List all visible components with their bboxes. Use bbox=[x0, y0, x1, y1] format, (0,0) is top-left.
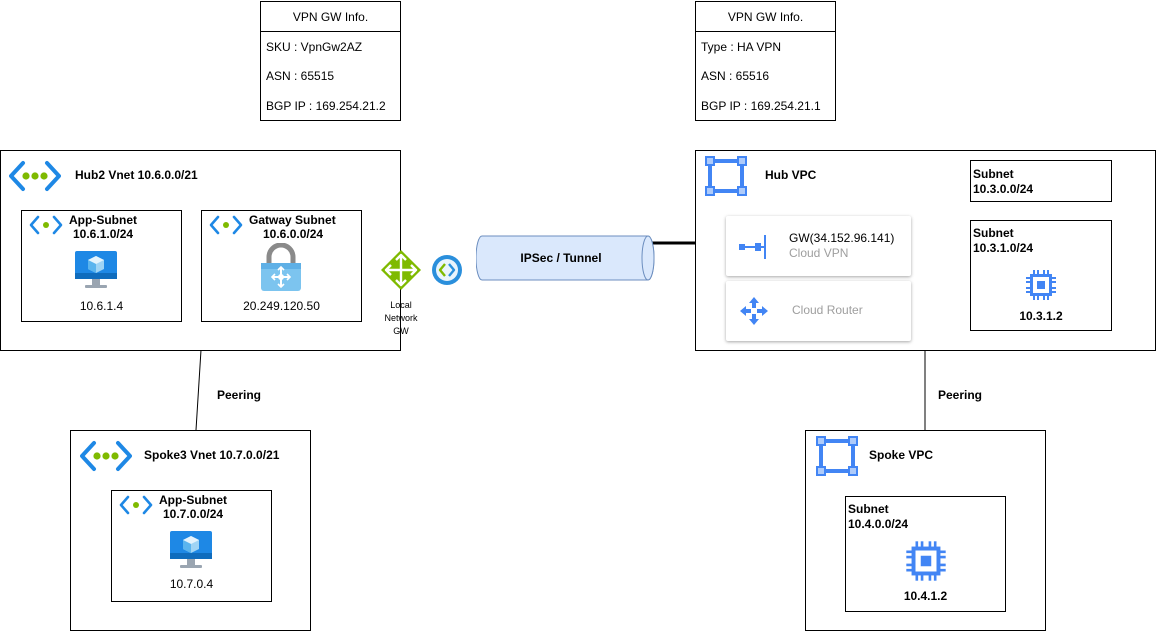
hub-vpc-subnet-a-name: Subnet bbox=[973, 167, 1014, 181]
cloud-vpn-title: GW(34.152.96.141) bbox=[789, 231, 895, 245]
vnet-icon bbox=[80, 440, 132, 472]
spoke3-app-subnet-cidr: 10.7.0.0/24 bbox=[163, 507, 224, 521]
local-network-gw-label-1: Local bbox=[390, 300, 412, 310]
hub-vpc-subnet-b: Subnet 10.3.1.0/24 10.3.1.2 bbox=[970, 220, 1112, 331]
ipsec-tunnel-shape bbox=[476, 234, 656, 282]
peering-left-label: Peering bbox=[217, 388, 262, 402]
vpn-info-right-type: Type : HA VPN bbox=[701, 40, 782, 54]
spoke3-vm-ip: 10.7.0.4 bbox=[169, 577, 214, 591]
local-network-gw-label-3: GW bbox=[393, 326, 409, 336]
hub-vpc-vm-ip: 10.3.1.2 bbox=[1019, 309, 1063, 323]
peering-right-label: Peering bbox=[938, 388, 983, 402]
ipsec-tunnel-label: IPSec / Tunnel bbox=[520, 251, 602, 265]
vpn-info-left-bgp: BGP IP : 169.254.21.2 bbox=[266, 99, 386, 113]
hub2-app-subnet: App-Subnet 10.6.1.0/24 10.6.1.4 bbox=[21, 210, 182, 322]
cloud-vpn-card: GW(34.152.96.141) Cloud VPN bbox=[726, 216, 911, 276]
hub2-vm-ip: 10.6.1.4 bbox=[79, 299, 124, 313]
vpn-info-left-box: VPN GW Info. SKU : VpnGw2AZ ASN : 65515 … bbox=[260, 1, 401, 121]
hub2-vnet-title: Hub2 Vnet 10.6.0.0/21 bbox=[75, 168, 198, 182]
spoke-vpc-subnet: Subnet 10.4.0.0/24 10.4.1.2 bbox=[845, 496, 1006, 612]
hub2-gateway-ip: 20.249.120.50 bbox=[243, 299, 320, 313]
local-network-gateway-icon bbox=[380, 249, 422, 291]
vpn-info-left-title: VPN GW Info. bbox=[292, 10, 369, 24]
hub-vpc-subnet-a-cidr: 10.3.0.0/24 bbox=[973, 182, 1034, 196]
compute-chip-icon bbox=[905, 540, 947, 582]
vpn-info-right-asn: ASN : 65516 bbox=[701, 69, 770, 83]
cloud-vpn-subtitle: Cloud VPN bbox=[789, 246, 849, 260]
vpn-info-right-box: VPN GW Info. Type : HA VPN ASN : 65516 B… bbox=[695, 1, 836, 121]
vm-monitor-icon bbox=[74, 250, 118, 290]
spoke3-app-subnet: App-Subnet 10.7.0.0/24 10.7.0.4 bbox=[111, 490, 272, 602]
subnet-icon bbox=[119, 495, 153, 515]
spoke-vpc-container: Spoke VPC Subnet 10.4.0.0/24 10.4.1.2 bbox=[805, 430, 1046, 631]
hub2-vnet-container: Hub2 Vnet 10.6.0.0/21 App-Subnet 10.6.1.… bbox=[0, 150, 401, 351]
spoke3-app-subnet-name: App-Subnet bbox=[159, 493, 227, 507]
vpn-info-left-sku: SKU : VpnGw2AZ bbox=[266, 40, 363, 54]
spoke-vpc-subnet-name: Subnet bbox=[848, 502, 889, 516]
connection-icon bbox=[431, 254, 463, 286]
hub2-gateway-subnet-cidr: 10.6.0.0/24 bbox=[263, 227, 324, 241]
hub2-gateway-subnet-name: Gatway Subnet bbox=[249, 213, 336, 227]
vpn-info-left-asn: ASN : 65515 bbox=[266, 69, 335, 83]
hub2-app-subnet-name: App-Subnet bbox=[69, 213, 137, 227]
vpc-icon bbox=[815, 435, 859, 477]
hub-vpc-title: Hub VPC bbox=[765, 168, 817, 182]
vpn-info-right-title: VPN GW Info. bbox=[727, 10, 804, 24]
vnet-icon bbox=[9, 160, 61, 192]
hub2-app-subnet-cidr: 10.6.1.0/24 bbox=[73, 227, 134, 241]
local-network-gw-label-2: Network bbox=[384, 313, 418, 323]
spoke-vpc-vm-ip: 10.4.1.2 bbox=[903, 589, 948, 603]
spoke3-vnet-container: Spoke3 Vnet 10.7.0.0/21 App-Subnet 10.7.… bbox=[70, 430, 311, 631]
subnet-icon bbox=[29, 215, 63, 235]
cloud-router-card: Cloud Router bbox=[726, 281, 911, 341]
hub-vpc-subnet-b-cidr: 10.3.1.0/24 bbox=[973, 241, 1034, 255]
vpn-info-right-bgp: BGP IP : 169.254.21.1 bbox=[701, 99, 821, 113]
cloud-router-label: Cloud Router bbox=[792, 303, 863, 317]
hub-vpc-subnet-b-name: Subnet bbox=[973, 226, 1014, 240]
spoke-vpc-title: Spoke VPC bbox=[869, 448, 934, 462]
cloud-vpn-icon bbox=[738, 234, 768, 260]
hub-vpc-container: Hub VPC GW(34.152.96.141) Cloud VPN Clou… bbox=[695, 150, 1156, 351]
vpc-icon bbox=[704, 155, 748, 197]
compute-chip-icon bbox=[1025, 269, 1057, 301]
vpn-gateway-lock-icon bbox=[258, 243, 304, 293]
subnet-icon bbox=[209, 215, 243, 235]
cloud-router-icon bbox=[738, 295, 770, 327]
vm-monitor-icon bbox=[169, 530, 213, 570]
hub2-gateway-subnet: Gatway Subnet 10.6.0.0/24 20.249.120.50 bbox=[201, 210, 362, 322]
hub-vpc-subnet-a: Subnet 10.3.0.0/24 bbox=[970, 160, 1112, 202]
spoke-vpc-subnet-cidr: 10.4.0.0/24 bbox=[848, 517, 909, 531]
spoke3-vnet-title: Spoke3 Vnet 10.7.0.0/21 bbox=[144, 448, 280, 462]
